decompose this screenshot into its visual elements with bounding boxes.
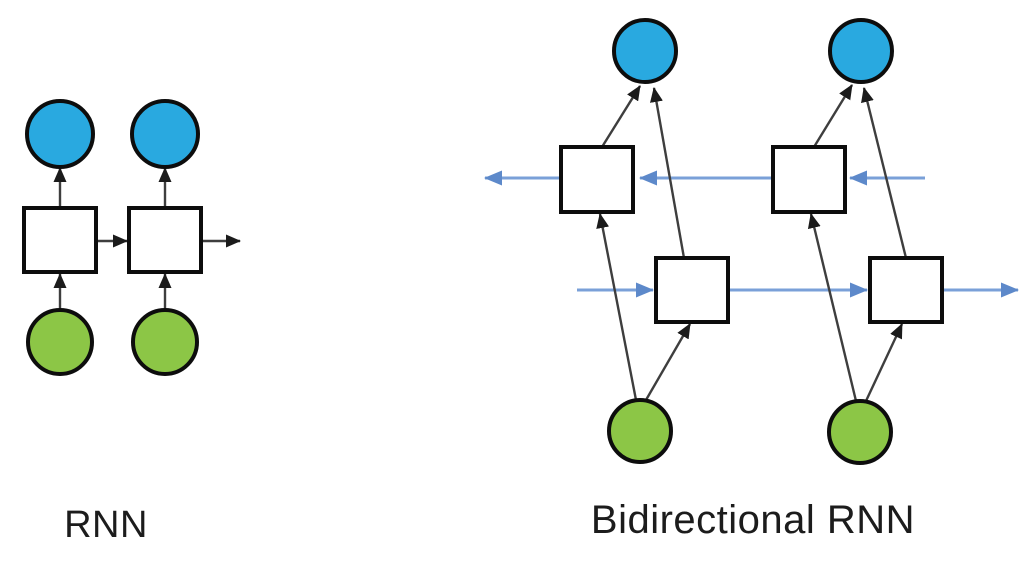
birnn-forward-square-2 bbox=[868, 256, 944, 324]
bidirectional-rnn-caption: Bidirectional RNN bbox=[590, 498, 916, 542]
birnn-arrow-forward1-to-output1 bbox=[650, 87, 686, 259]
rnn-diagram bbox=[22, 99, 241, 376]
rnn-output-circle-2 bbox=[130, 99, 200, 169]
rnn-hidden-square-1 bbox=[22, 206, 98, 274]
birnn-backward-square-1 bbox=[559, 145, 635, 214]
rnn-output-circle-1 bbox=[25, 99, 95, 169]
birnn-arrow-input1-to-forward1 bbox=[644, 323, 692, 401]
rnn-input-circle-1 bbox=[26, 308, 94, 376]
birnn-arrow-input2-to-forward2 bbox=[864, 323, 904, 402]
birnn-output-circle-1 bbox=[612, 18, 678, 84]
bidirectional-rnn-diagram bbox=[484, 18, 1019, 465]
birnn-arrow-backward1-to-output1 bbox=[600, 85, 642, 148]
birnn-backward-square-2 bbox=[771, 145, 847, 214]
birnn-forward-square-1 bbox=[654, 256, 730, 324]
birnn-input-circle-1 bbox=[607, 398, 673, 464]
birnn-arrow-input1-to-backward1 bbox=[596, 213, 638, 401]
birnn-input-circle-2 bbox=[827, 399, 893, 465]
rnn-input-circle-2 bbox=[131, 308, 199, 376]
birnn-arrow-forward2-to-output2 bbox=[861, 87, 908, 259]
birnn-arrow-input2-to-backward2 bbox=[807, 213, 858, 402]
birnn-output-circle-2 bbox=[828, 18, 894, 84]
rnn-hidden-square-2 bbox=[127, 206, 203, 274]
birnn-arrow-backward2-to-output2 bbox=[812, 84, 854, 148]
rnn-caption: RNN bbox=[64, 504, 148, 546]
